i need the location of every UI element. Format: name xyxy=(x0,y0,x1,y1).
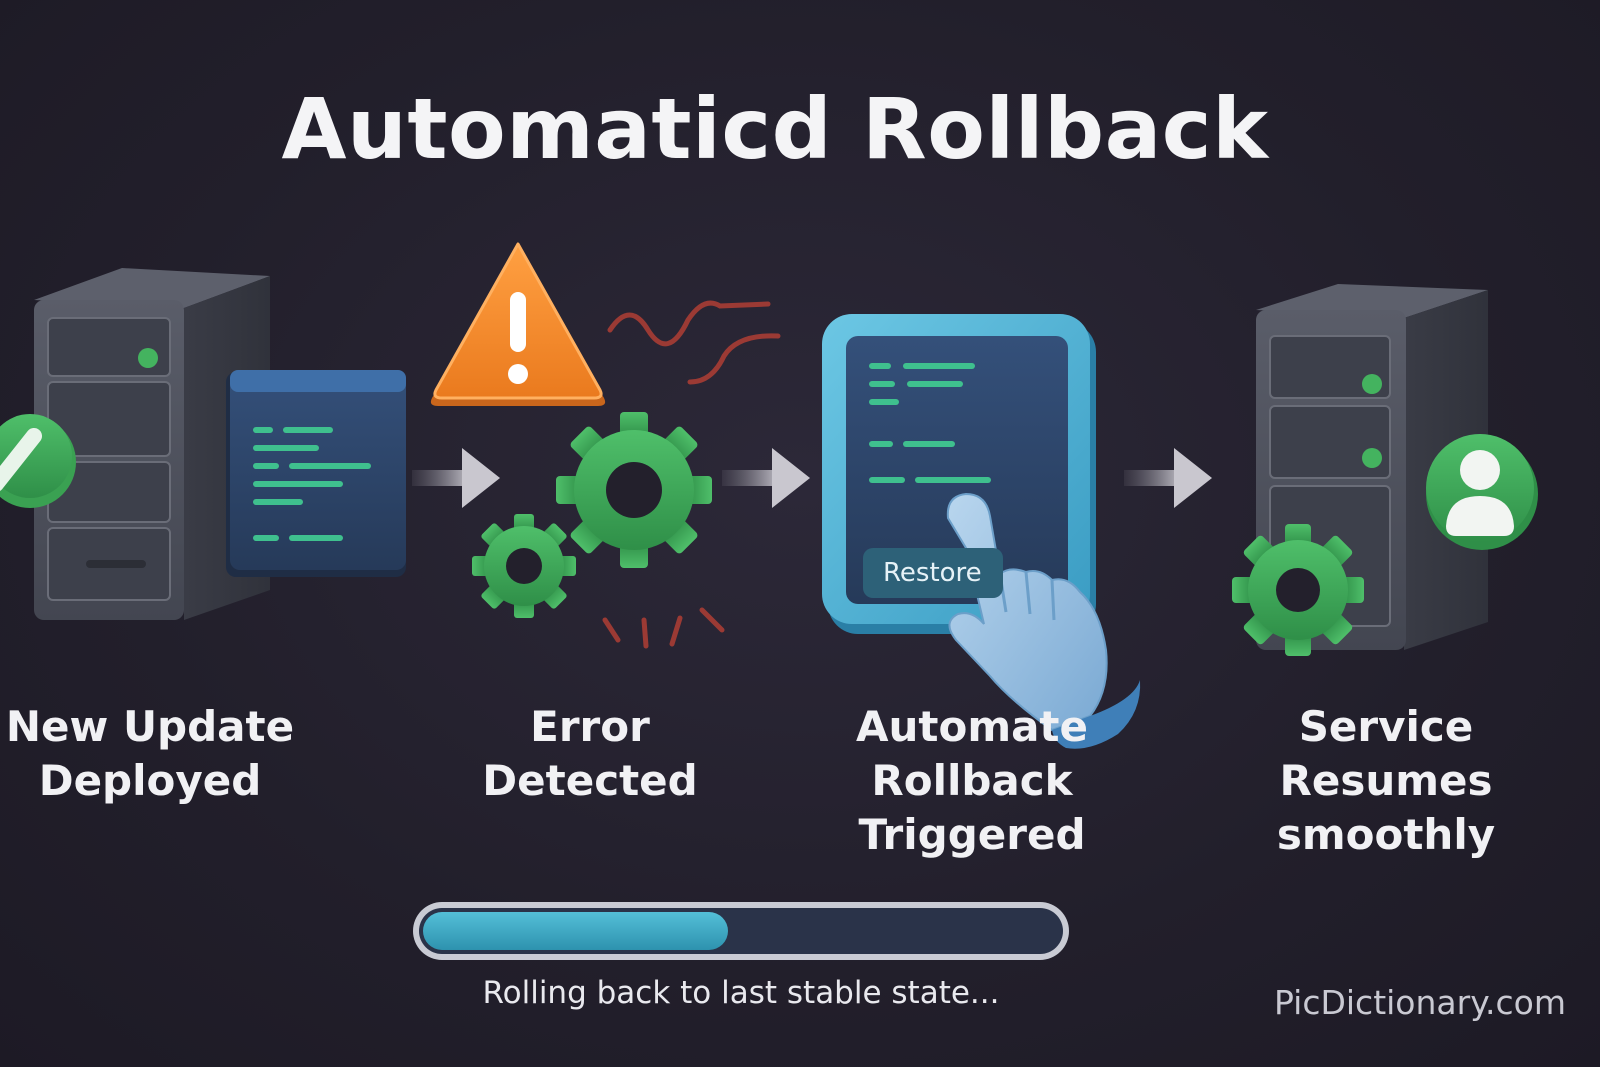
arrow-right-icon xyxy=(722,448,810,508)
step-label-line: Detected xyxy=(482,756,698,805)
step-label-line: Error xyxy=(530,702,650,751)
step-label-new-update: New Update Deployed xyxy=(0,700,300,808)
step-label-line: Rollback xyxy=(871,756,1073,805)
arrow-right-icon xyxy=(412,448,500,508)
step-label-service-resumes: Service Resumes smoothly xyxy=(1236,700,1536,862)
error-signal-icon xyxy=(602,300,781,649)
step-label-error-detected: Error Detected xyxy=(440,700,740,808)
step-label-line: New Update xyxy=(5,702,295,751)
step-label-line: smoothly xyxy=(1276,810,1496,859)
step-label-line: Automate xyxy=(855,702,1088,751)
gear-icon xyxy=(472,514,576,618)
code-window-icon xyxy=(226,370,406,577)
warning-icon xyxy=(430,242,606,406)
step-label-rollback-triggered: Automate Rollback Triggered xyxy=(822,700,1122,862)
progress-status-text: Rolling back to last stable state... xyxy=(482,975,1000,1011)
step-label-line: Triggered xyxy=(858,810,1086,859)
gear-icon xyxy=(1232,524,1364,656)
step-label-line: Resumes xyxy=(1279,756,1493,805)
rollback-progress-bar xyxy=(413,902,1069,960)
user-icon xyxy=(1426,434,1538,550)
arrow-right-icon xyxy=(1124,448,1212,508)
page-title: Automaticd Rollback xyxy=(281,80,1269,178)
check-icon xyxy=(0,414,76,508)
step-label-line: Service xyxy=(1298,702,1474,751)
progress-track-inner xyxy=(419,908,1063,954)
progress-fill xyxy=(423,912,729,950)
watermark: PicDictionary.com xyxy=(1273,983,1566,1022)
restore-button[interactable]: Restore xyxy=(863,548,1003,598)
step-label-line: Deployed xyxy=(38,756,262,805)
gear-icon xyxy=(556,412,712,568)
